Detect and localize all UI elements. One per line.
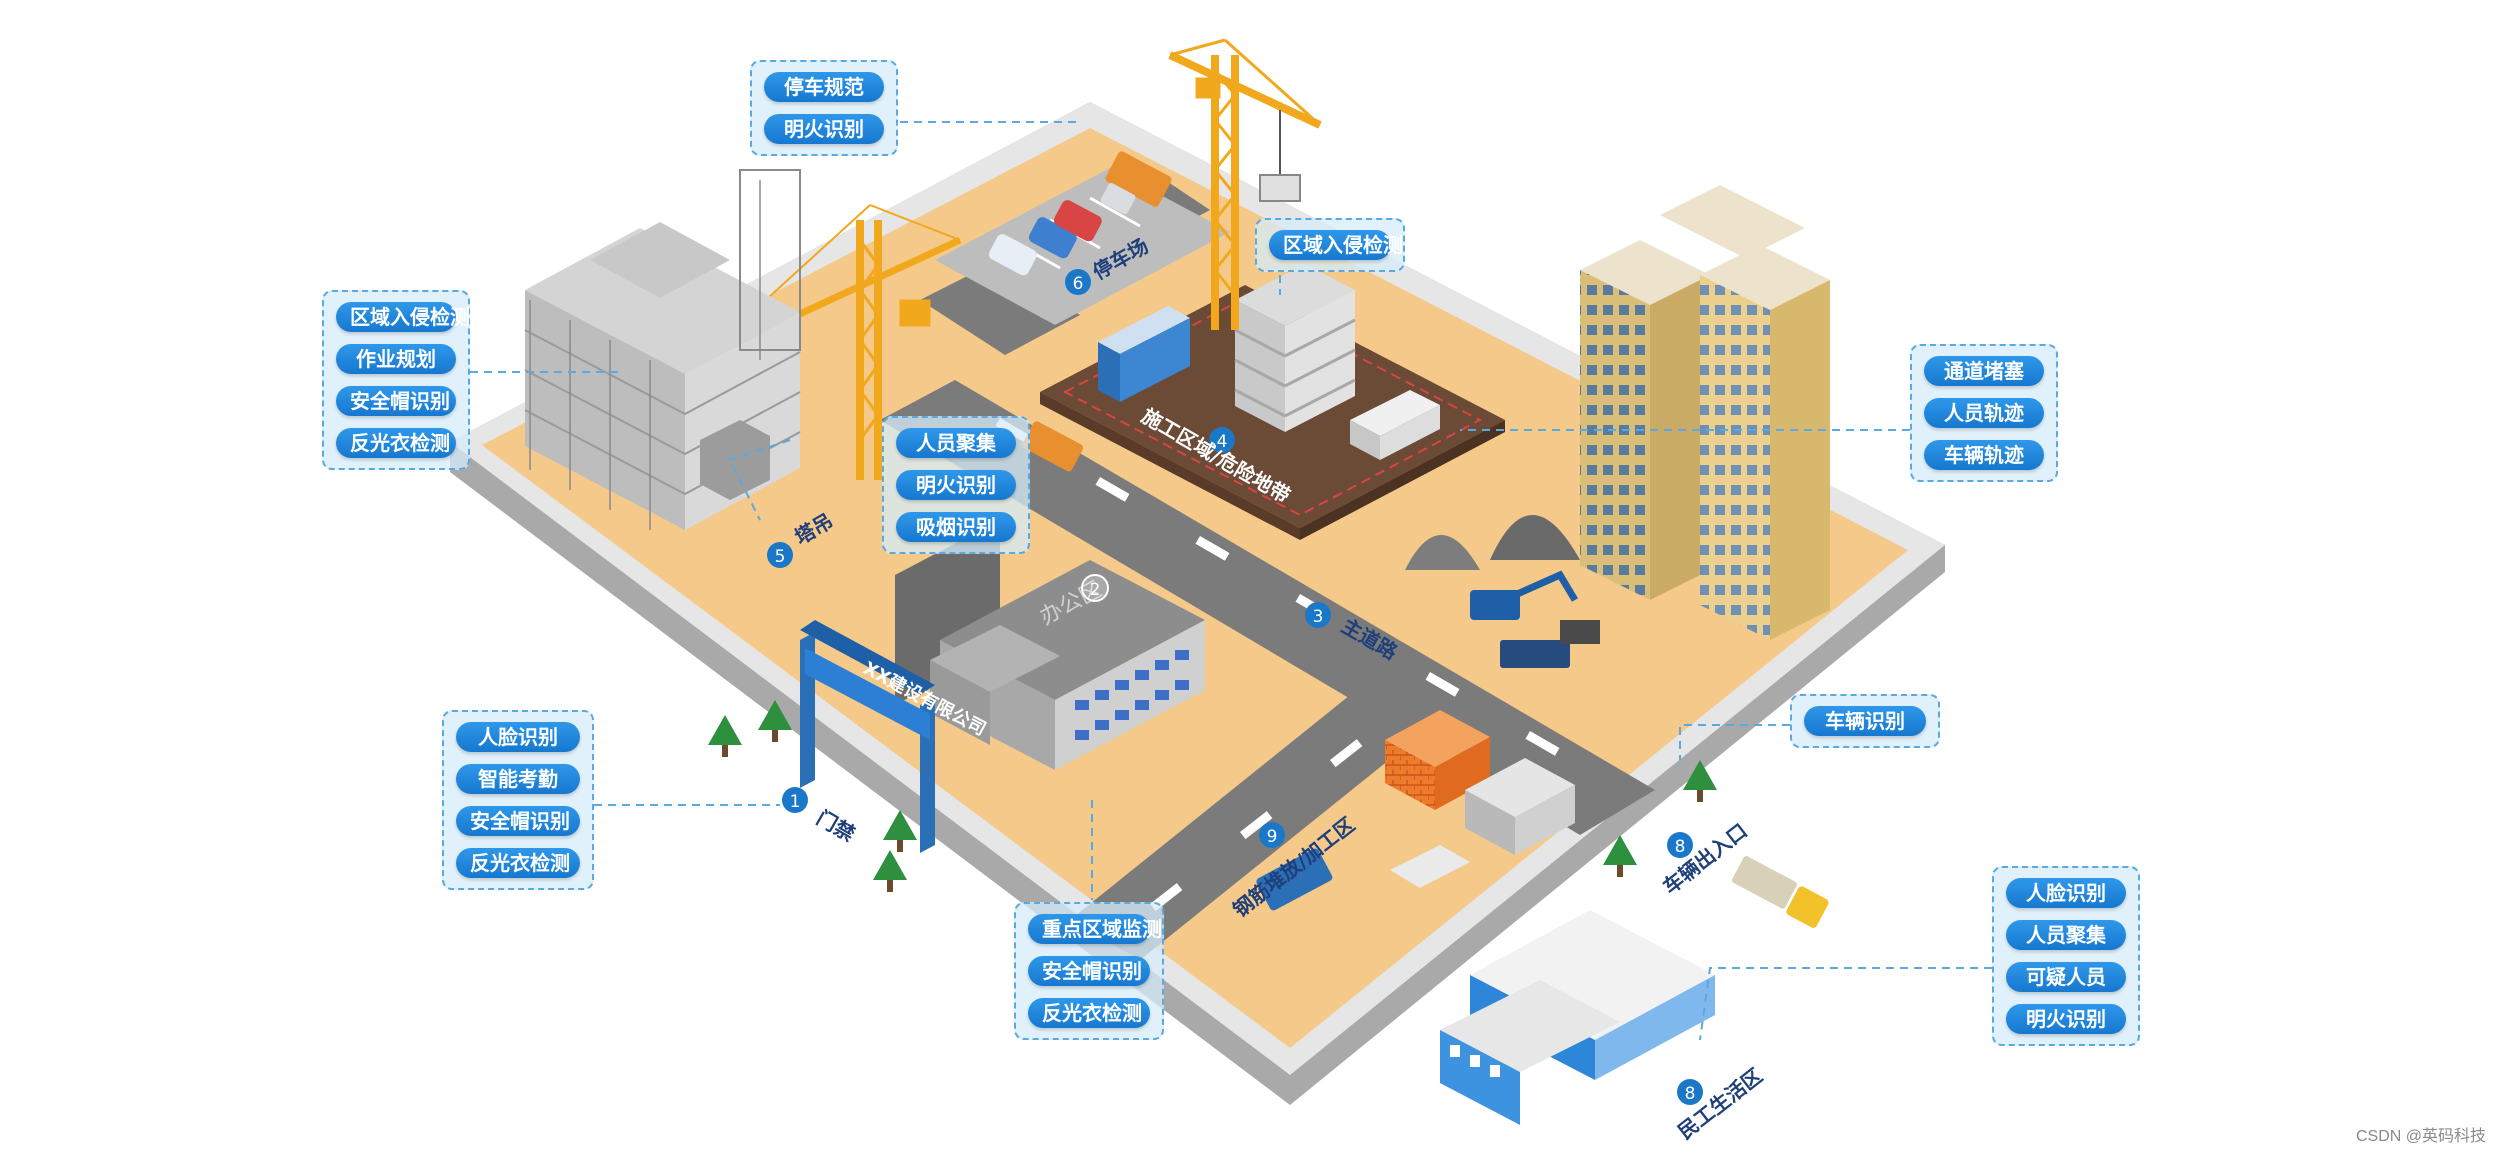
callout-item: 反光衣检测 xyxy=(336,428,456,458)
svg-text:9: 9 xyxy=(1267,827,1278,847)
callout-item: 区域入侵检测 xyxy=(1269,230,1403,260)
rebar-area xyxy=(1385,710,1575,888)
tower-under-construction xyxy=(1234,264,1356,432)
callout-right-road: 通道堵塞 人员轨迹 车辆轨迹 xyxy=(1910,344,2058,482)
callout-parking: 停车规范 明火识别 xyxy=(750,60,898,156)
callout-gate: 人脸识别 智能考勤 安全帽识别 反光衣检测 xyxy=(442,710,594,890)
zone-badge-office: 2 xyxy=(1081,574,1109,602)
callout-item: 明火识别 xyxy=(764,114,884,144)
callout-item: 安全帽识别 xyxy=(456,806,580,836)
callout-rebar: 重点区域监测 安全帽识别 反光衣检测 xyxy=(1014,902,1164,1040)
callout-item: 作业规划 xyxy=(336,344,456,374)
callout-item: 重点区域监测 xyxy=(1028,914,1162,944)
callout-item: 明火识别 xyxy=(896,470,1016,500)
site-trucks xyxy=(1022,421,1829,928)
trees xyxy=(708,700,1717,892)
callout-item: 停车规范 xyxy=(764,72,884,102)
callout-item: 车辆轨迹 xyxy=(1924,440,2044,470)
callout-item: 安全帽识别 xyxy=(1028,956,1150,986)
svg-text:5: 5 xyxy=(775,547,786,567)
high-rise-towers xyxy=(1580,185,1830,640)
watermark: CSDN @英码科技 xyxy=(2355,1128,2486,1145)
site-container xyxy=(1098,306,1190,402)
callout-item: 人员轨迹 xyxy=(1924,398,2044,428)
zone-badge-dorm: 8 民工生活区 xyxy=(1673,1063,1767,1143)
callout-item: 反光衣检测 xyxy=(1028,998,1150,1028)
zone-badge-gate: 1 门禁 xyxy=(782,787,859,846)
gate-structure xyxy=(800,620,935,853)
zone-badge-vehicle-gate: 8 车辆出入口 xyxy=(1658,818,1752,898)
callout-item: 人员聚集 xyxy=(896,428,1016,458)
callout-item: 人员聚集 xyxy=(2006,920,2126,950)
callout-dorm: 人脸识别 人员聚集 可疑人员 明火识别 xyxy=(1992,866,2140,1046)
callout-item: 可疑人员 xyxy=(2006,962,2126,992)
tower-crane-center xyxy=(1168,38,1322,330)
office-building xyxy=(895,520,1205,770)
callout-item: 安全帽识别 xyxy=(336,386,456,416)
parking-lot xyxy=(935,151,1230,325)
zone-label-vehicle-gate: 车辆出入口 xyxy=(1658,818,1752,898)
svg-text:4: 4 xyxy=(1217,432,1228,452)
callout-tower: 区域入侵检测 作业规划 安全帽识别 反光衣检测 xyxy=(322,290,470,470)
callout-item: 区域入侵检测 xyxy=(336,302,470,332)
callout-item: 明火识别 xyxy=(2006,1004,2126,1034)
leader-lines xyxy=(470,121,1992,1041)
callout-item: 人脸识别 xyxy=(456,722,580,752)
callout-item: 通道堵塞 xyxy=(1924,356,2044,386)
callout-item: 吸烟识别 xyxy=(896,512,1016,542)
callout-item: 智能考勤 xyxy=(456,764,580,794)
callout-vehicle: 车辆识别 xyxy=(1790,694,1940,748)
callout-construction: 区域入侵检测 xyxy=(1255,218,1405,272)
callout-office: 人员聚集 明火识别 吸烟识别 xyxy=(882,416,1030,554)
svg-text:6: 6 xyxy=(1073,274,1084,294)
gravel-piles xyxy=(1405,515,1580,570)
zone-label-gate: 门禁 xyxy=(813,806,860,847)
dormitory xyxy=(1440,910,1715,1125)
scaffold-building xyxy=(524,169,801,530)
svg-text:2: 2 xyxy=(1090,580,1101,600)
material-stack xyxy=(1350,390,1440,460)
svg-text:8: 8 xyxy=(1675,837,1686,857)
heavy-machinery xyxy=(1470,570,1600,668)
svg-text:3: 3 xyxy=(1313,607,1324,627)
callout-item: 人脸识别 xyxy=(2006,878,2126,908)
callout-item: 车辆识别 xyxy=(1804,706,1926,736)
svg-text:8: 8 xyxy=(1685,1084,1696,1104)
callout-item: 反光衣检测 xyxy=(456,848,580,878)
svg-text:1: 1 xyxy=(790,792,801,812)
